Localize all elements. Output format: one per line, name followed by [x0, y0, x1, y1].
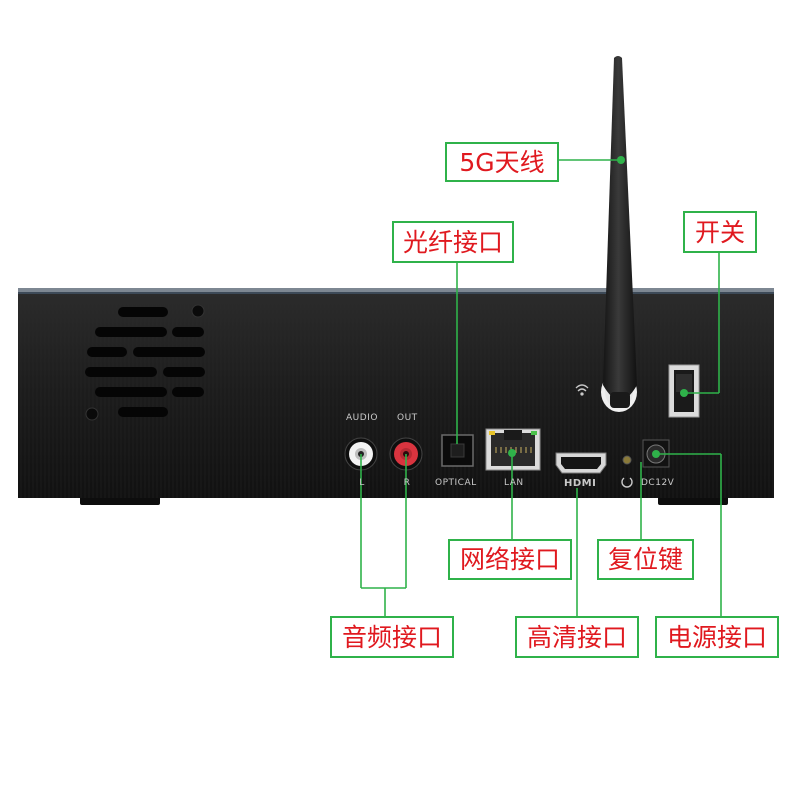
right-channel-text: R: [403, 478, 411, 488]
label-antenna: 5G天线: [445, 142, 559, 182]
out-text: OUT: [397, 413, 418, 423]
hdmi-text: HDMI: [564, 478, 597, 489]
hdmi-port: [555, 452, 607, 474]
label-audio: 音频接口: [330, 616, 454, 658]
audio-text: AUDIO: [346, 413, 378, 423]
label-network: 网络接口: [448, 539, 572, 580]
left-channel-text: L: [359, 478, 365, 488]
label-hdmi: 高清接口: [515, 616, 639, 658]
antenna: [603, 56, 637, 400]
screw: [85, 407, 99, 421]
lan-port: [485, 428, 541, 471]
reset-symbol-icon: [621, 477, 633, 488]
reset-button: [622, 455, 632, 465]
wifi-icon: [575, 384, 589, 396]
label-power: 电源接口: [655, 616, 779, 658]
optical-text: OPTICAL: [435, 478, 477, 488]
vent-grille: [85, 307, 205, 417]
label-reset: 复位键: [597, 539, 694, 580]
label-switch: 开关: [683, 211, 757, 253]
label-optical: 光纤接口: [392, 221, 514, 263]
dc-text: DC12V: [641, 478, 675, 488]
power-switch: [668, 364, 700, 418]
lan-text: LAN: [504, 478, 524, 488]
screw: [191, 304, 205, 318]
leader-lines: [360, 156, 722, 617]
